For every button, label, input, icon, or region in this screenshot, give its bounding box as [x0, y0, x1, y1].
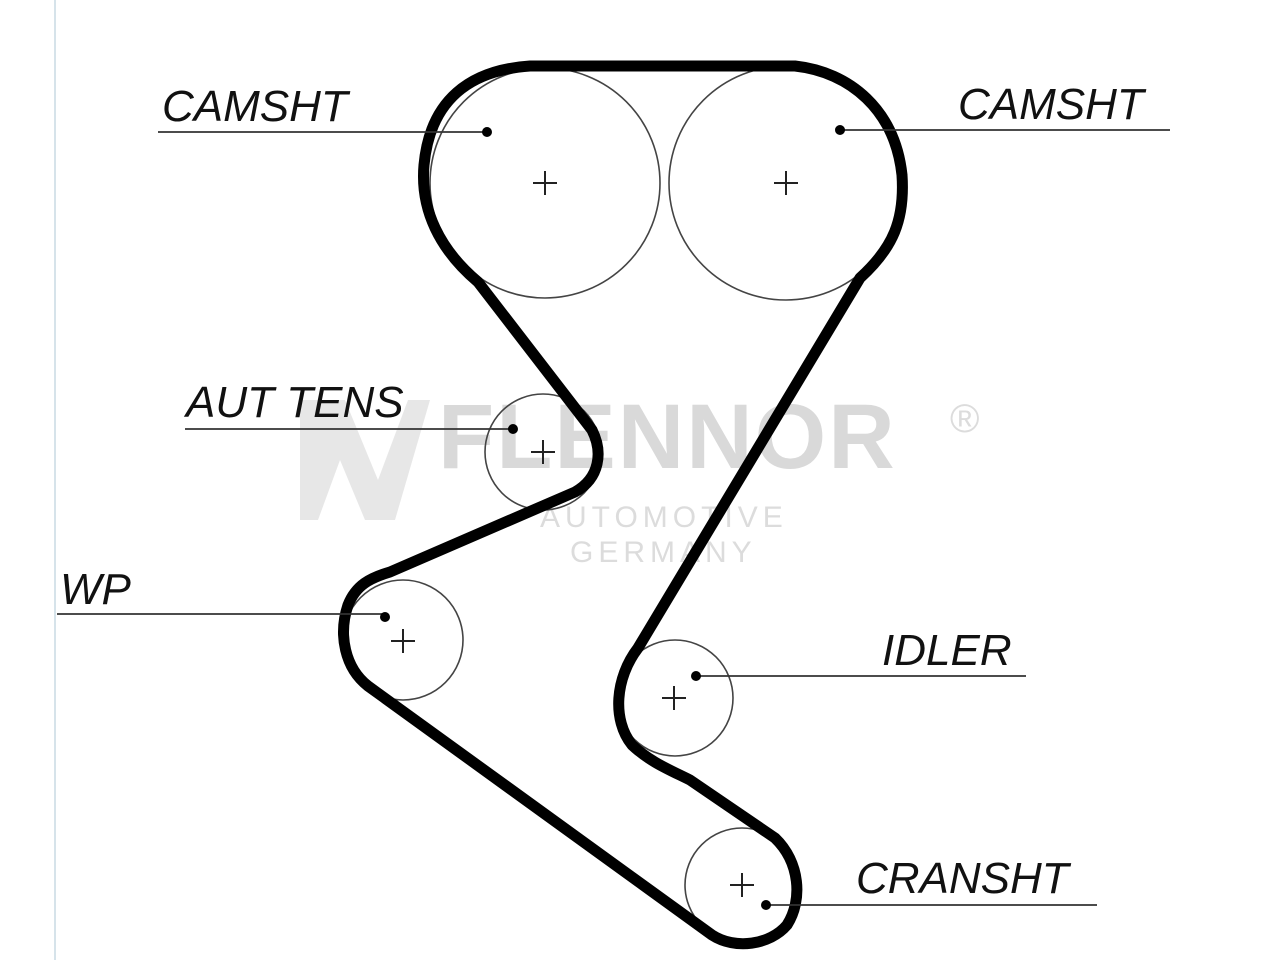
left-border	[54, 0, 56, 960]
watermark-line1: AUTOMOTIVE	[540, 501, 788, 534]
watermark: FLENNOR ® AUTOMOTIVE GERMANY	[300, 386, 979, 569]
watermark-brand: FLENNOR	[438, 386, 897, 488]
camshaft-right-label: CAMSHT	[958, 80, 1147, 129]
camshaft-left-dot	[482, 127, 492, 137]
idler-label: IDLER	[882, 626, 1012, 675]
watermark-line2: GERMANY	[570, 536, 757, 569]
tensioner-dot	[508, 424, 518, 434]
camshaft-right-center-icon	[774, 171, 798, 195]
watermark-logo-icon	[300, 400, 430, 520]
leader-dots	[380, 125, 845, 910]
water-pump-label: WP	[60, 565, 132, 614]
water-pump-center-icon	[391, 629, 415, 653]
camshaft-right-dot	[835, 125, 845, 135]
idler-center-icon	[662, 686, 686, 710]
crankshaft-center-icon	[730, 873, 754, 897]
camshaft-left-center-icon	[533, 171, 557, 195]
labels: CAMSHT CAMSHT AUT TENS WP IDLER CRANSHT	[60, 80, 1147, 903]
tensioner-center-icon	[531, 440, 555, 464]
water-pump-dot	[380, 612, 390, 622]
watermark-registered-mark: ®	[950, 397, 979, 441]
auto-tensioner-label: AUT TENS	[183, 378, 404, 427]
crankshaft-dot	[761, 900, 771, 910]
crankshaft-label: CRANSHT	[856, 854, 1072, 903]
timing-belt	[338, 60, 908, 950]
camshaft-left-label: CAMSHT	[162, 82, 351, 131]
idler-dot	[691, 671, 701, 681]
leader-lines	[57, 129, 1170, 906]
center-marks	[391, 171, 798, 897]
